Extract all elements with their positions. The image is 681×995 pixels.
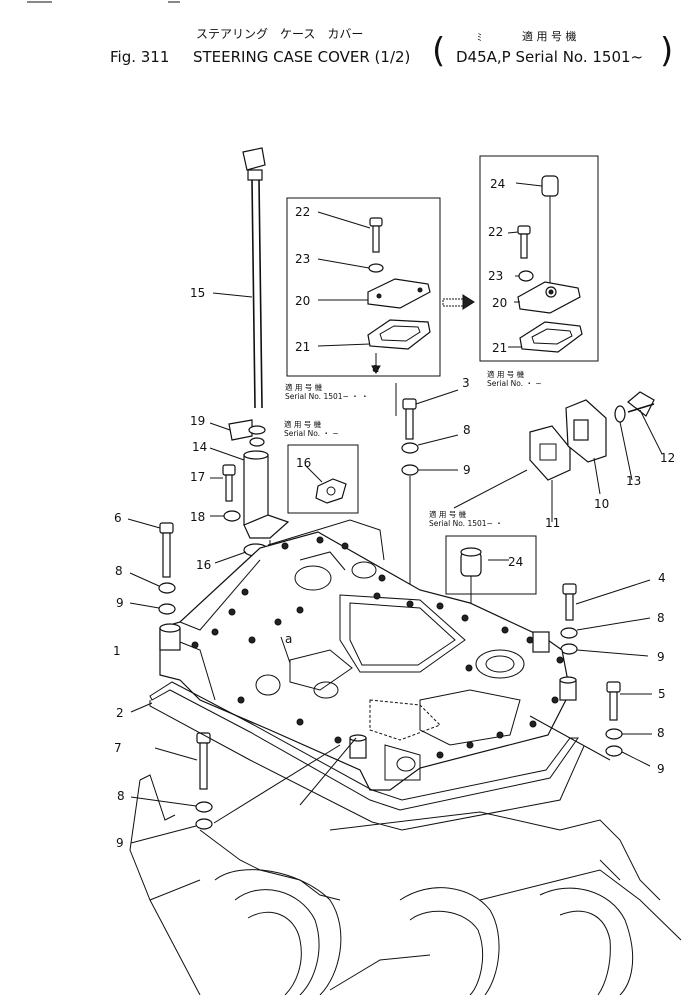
tube-assembly bbox=[209, 419, 290, 680]
serial-note-3-jp: 適 用 号 機 bbox=[487, 369, 525, 379]
callout-1: 1 bbox=[113, 644, 121, 658]
callout-21-b: 21 bbox=[492, 341, 507, 355]
washer-23r bbox=[518, 270, 534, 282]
bolt-6-stack bbox=[127, 518, 176, 615]
callout-20-a: 20 bbox=[295, 294, 310, 308]
bolt-3-stack bbox=[401, 389, 459, 600]
gasket-11 bbox=[529, 425, 571, 481]
callout-11: 11 bbox=[545, 516, 560, 530]
model-serial: D45A,P Serial No. 1501~ bbox=[456, 48, 643, 66]
transmission-housing bbox=[129, 774, 681, 995]
callout-9-d: 9 bbox=[657, 762, 665, 776]
plate-20r bbox=[517, 281, 581, 314]
callout-21-a: 21 bbox=[295, 340, 310, 354]
bolt-4-stack bbox=[560, 579, 651, 657]
bolt-22-head bbox=[369, 217, 383, 227]
callout-8-b: 8 bbox=[463, 423, 471, 437]
bolt-5-stack bbox=[605, 681, 652, 767]
breather-assembly bbox=[529, 391, 663, 522]
callout-7: 7 bbox=[114, 741, 122, 755]
applicable-label: 適 用 号 機 bbox=[522, 29, 577, 43]
gasket-21 bbox=[367, 319, 431, 350]
seal-19 bbox=[228, 419, 253, 441]
callout-22-b: 22 bbox=[488, 225, 503, 239]
callout-15: 15 bbox=[190, 286, 205, 300]
callout-16-b: 16 bbox=[296, 456, 311, 470]
callout-17: 17 bbox=[190, 470, 205, 484]
washer-23 bbox=[368, 263, 384, 273]
callout-14: 14 bbox=[192, 440, 207, 454]
plug-24 bbox=[541, 175, 559, 197]
callout-10: 10 bbox=[594, 497, 609, 511]
callout-9-b: 9 bbox=[463, 463, 471, 477]
callout-8-a: 8 bbox=[115, 564, 123, 578]
figure-number: Fig. 311 bbox=[110, 48, 169, 66]
callout-18: 18 bbox=[190, 510, 205, 524]
serial-note-2: Serial No. ・ ~ bbox=[284, 429, 339, 438]
transition-arrow bbox=[442, 294, 475, 310]
bolt-7-stack bbox=[130, 732, 213, 844]
callout-5: 5 bbox=[658, 687, 666, 701]
callout-24-b: 24 bbox=[508, 555, 523, 569]
dipstick-15 bbox=[212, 147, 266, 409]
steering-case-cover bbox=[159, 519, 577, 791]
serial-note-4: Serial No. 1501~ ・ bbox=[429, 519, 503, 528]
washer-13 bbox=[614, 405, 626, 423]
inset-box-16 bbox=[287, 444, 359, 514]
header: ステアリング ケース カバー Fig. 311 STEERING CASE CO… bbox=[27, 1, 673, 71]
tube-14 bbox=[243, 454, 269, 526]
bracket-left: ( bbox=[432, 31, 445, 71]
callout-22-a: 22 bbox=[295, 205, 310, 219]
callout-3: 3 bbox=[462, 376, 470, 390]
callout-labels: 1 2 3 4 5 6 7 8 8 8 8 8 9 9 9 9 9 10 11 … bbox=[113, 177, 675, 850]
callout-16-a: 16 bbox=[196, 558, 211, 572]
callout-4: 4 bbox=[658, 571, 666, 585]
figure-title: STEERING CASE COVER (1/2) bbox=[193, 48, 410, 66]
callout-19: 19 bbox=[190, 414, 205, 428]
callout-9-c: 9 bbox=[657, 650, 665, 664]
callout-8-e: 8 bbox=[117, 789, 125, 803]
arrow-label-a-2: a bbox=[285, 632, 292, 646]
bracket-mark: ﾐ bbox=[477, 33, 482, 44]
bolt-12 bbox=[627, 391, 655, 417]
callout-2: 2 bbox=[116, 706, 124, 720]
callout-6: 6 bbox=[114, 511, 122, 525]
callout-13: 13 bbox=[626, 474, 641, 488]
bolt-22r-head bbox=[517, 225, 531, 235]
callout-24-a: 24 bbox=[490, 177, 505, 191]
callout-9-e: 9 bbox=[116, 836, 124, 850]
inset-box-left bbox=[286, 197, 441, 377]
serial-note-1-jp: 適 用 号 機 bbox=[285, 382, 323, 392]
serial-note-3: Serial No. ・ ~ bbox=[487, 379, 542, 388]
arrow-label-a-1: a bbox=[372, 361, 379, 375]
serial-notes: 適 用 号 機 Serial No. 1501~ ・ ・ 適 用 号 機 Ser… bbox=[284, 369, 542, 528]
callout-23-b: 23 bbox=[488, 269, 503, 283]
inset-box-right bbox=[479, 155, 599, 362]
title-japanese: ステアリング ケース カバー bbox=[196, 27, 363, 41]
callout-23-a: 23 bbox=[295, 252, 310, 266]
bracket-right: ) bbox=[660, 31, 673, 71]
bolt-22r-shank bbox=[520, 233, 528, 259]
bolt-22-shank bbox=[372, 225, 380, 253]
gasket-21r bbox=[519, 321, 583, 353]
callout-8-d: 8 bbox=[657, 726, 665, 740]
callout-8-c: 8 bbox=[657, 611, 665, 625]
serial-note-1: Serial No. 1501~ ・ ・ bbox=[285, 392, 369, 401]
plate-20 bbox=[367, 278, 431, 309]
callout-20-b: 20 bbox=[492, 296, 507, 310]
callout-12: 12 bbox=[660, 451, 675, 465]
serial-note-2-jp: 適 用 号 機 bbox=[284, 419, 322, 429]
serial-note-4-jp: 適 用 号 機 bbox=[429, 509, 467, 519]
callout-9-a: 9 bbox=[116, 596, 124, 610]
